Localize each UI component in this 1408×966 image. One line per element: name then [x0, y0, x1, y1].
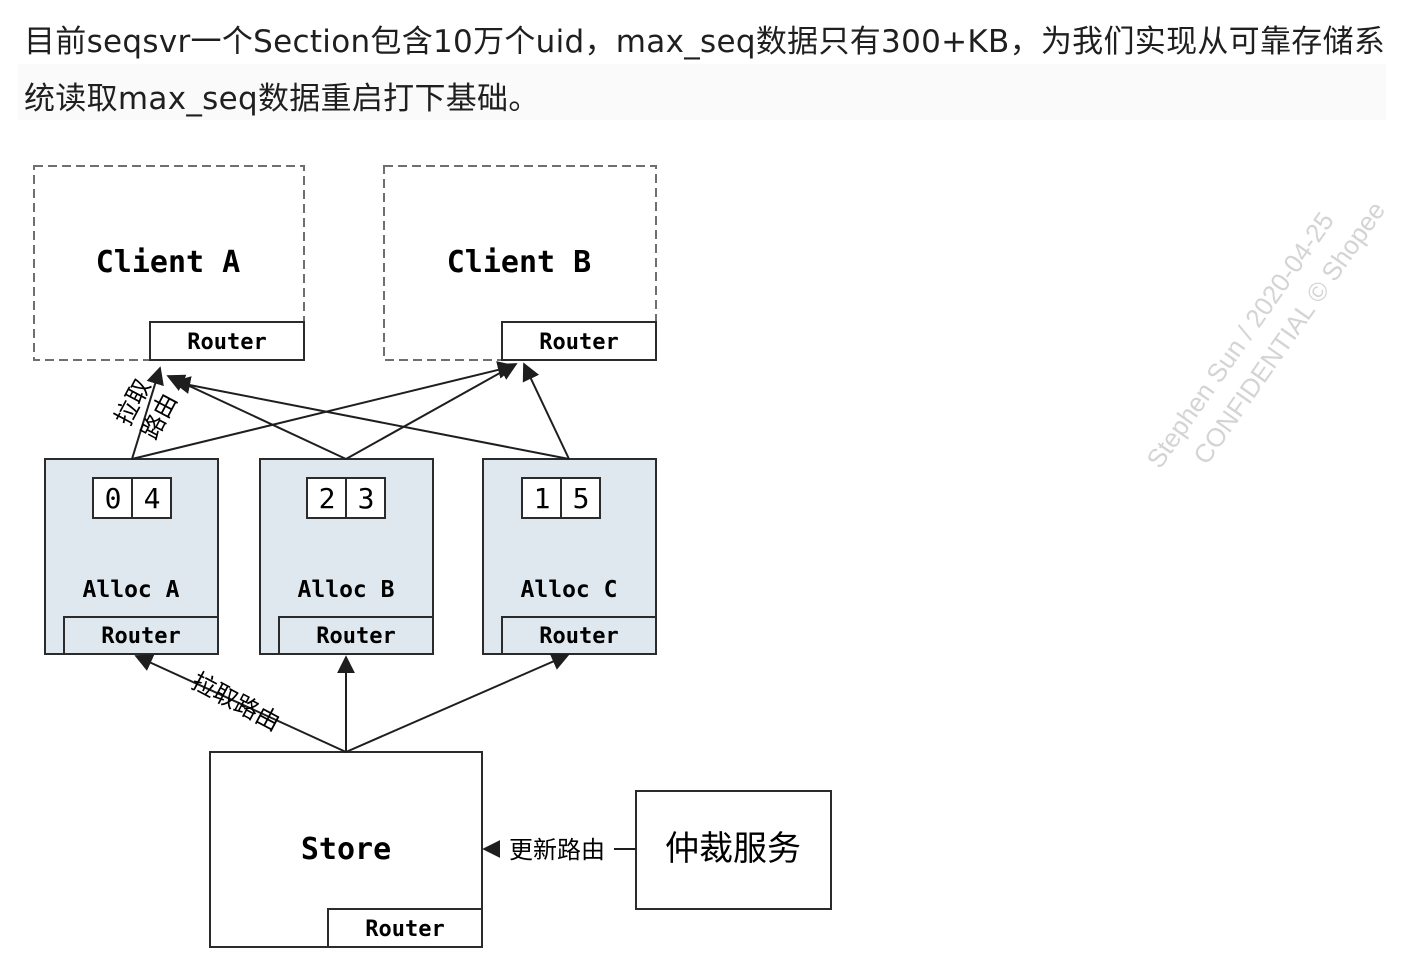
store-to-alloc-arrows [134, 653, 570, 753]
pull-route-lower: 拉取路由 [187, 667, 285, 737]
alloc-c-label: Alloc C [521, 577, 618, 603]
alloc-b-section-1: 2 [319, 482, 336, 515]
arbiter-box: 仲裁服务 [635, 790, 832, 910]
alloc-a-section-1: 0 [105, 482, 122, 515]
arbiter-label: 仲裁服务 [665, 829, 801, 869]
client-a-label: Client A [96, 245, 241, 280]
alloc-c-section-1: 1 [534, 482, 551, 515]
watermark-line2: CONFIDENTIAL © Shopee [1187, 196, 1391, 470]
alloc-c-section-2: 5 [573, 482, 590, 515]
alloc-a-router-label: Router [101, 624, 180, 649]
alloc-a-label: Alloc A [83, 577, 180, 603]
pull-route-upper: 拉取 路由 [109, 374, 183, 444]
intro-paragraph: 目前seqsvr一个Section包含10万个uid，max_seq数据只有30… [24, 24, 1386, 117]
alloc-c-router-label: Router [539, 624, 618, 649]
update-route-label-bg [500, 832, 614, 864]
update-route-label: 更新路由 [509, 836, 605, 864]
alloc-a-box: 0 4 Alloc A Router [44, 458, 219, 655]
alloc-b-router-label: Router [316, 624, 395, 649]
alloc-b-label: Alloc B [298, 577, 395, 603]
client-b-router-box [501, 321, 657, 361]
client-b-label: Client B [447, 245, 592, 280]
alloc-a-section-2: 4 [144, 482, 161, 515]
client-a-box: Client A Router [33, 165, 305, 361]
client-a-router-box [149, 321, 305, 361]
client-b-box: Client B Router [383, 165, 657, 361]
svg-text:拉取路由: 拉取路由 [187, 667, 285, 737]
store-router-label: Router [365, 917, 444, 942]
alloc-b-box: 2 3 Alloc B Router [259, 458, 434, 655]
alloc-c-box: 1 5 Alloc C Router [482, 458, 657, 655]
store-box: Store Router [209, 751, 483, 948]
watermark: Stephen Sun / 2020-04-25 CONFIDENTIAL © … [1140, 196, 1391, 474]
paragraph-highlight [18, 64, 1386, 120]
client-a-router-label: Router [187, 330, 266, 355]
store-label: Store [301, 832, 391, 867]
alloc-b-section-2: 3 [358, 482, 375, 515]
alloc-to-client-arrows [131, 361, 570, 460]
client-b-router-label: Router [539, 330, 618, 355]
watermark-line1: Stephen Sun / 2020-04-25 [1140, 206, 1340, 473]
